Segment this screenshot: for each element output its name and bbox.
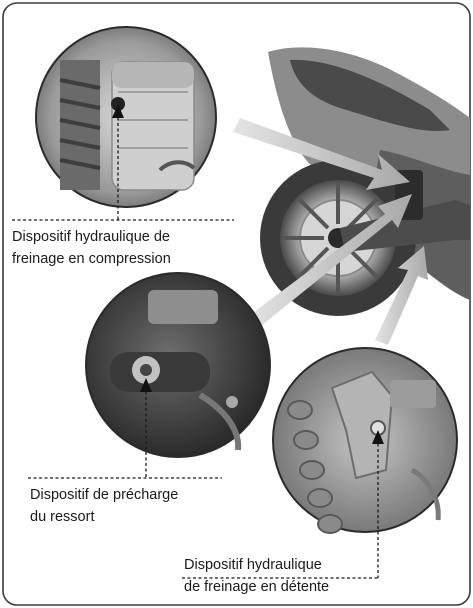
callout-compression-line1: Dispositif hydraulique de (12, 226, 171, 248)
detail-photo-rebound (273, 348, 457, 533)
callout-rebound-line1: Dispositif hydraulique (184, 554, 329, 576)
callout-rebound: Dispositif hydraulique de freinage en dé… (184, 554, 329, 598)
callout-compression-line2: freinage en compression (12, 248, 171, 270)
detail-photo-preload (86, 273, 270, 457)
callout-preload: Dispositif de précharge du ressort (30, 484, 178, 528)
detail-photo-compression (36, 27, 216, 207)
callout-preload-line1: Dispositif de précharge (30, 484, 178, 506)
callout-compression: Dispositif hydraulique de freinage en co… (12, 226, 171, 270)
callout-rebound-line2: de freinage en détente (184, 576, 329, 598)
callout-preload-line2: du ressort (30, 506, 178, 528)
